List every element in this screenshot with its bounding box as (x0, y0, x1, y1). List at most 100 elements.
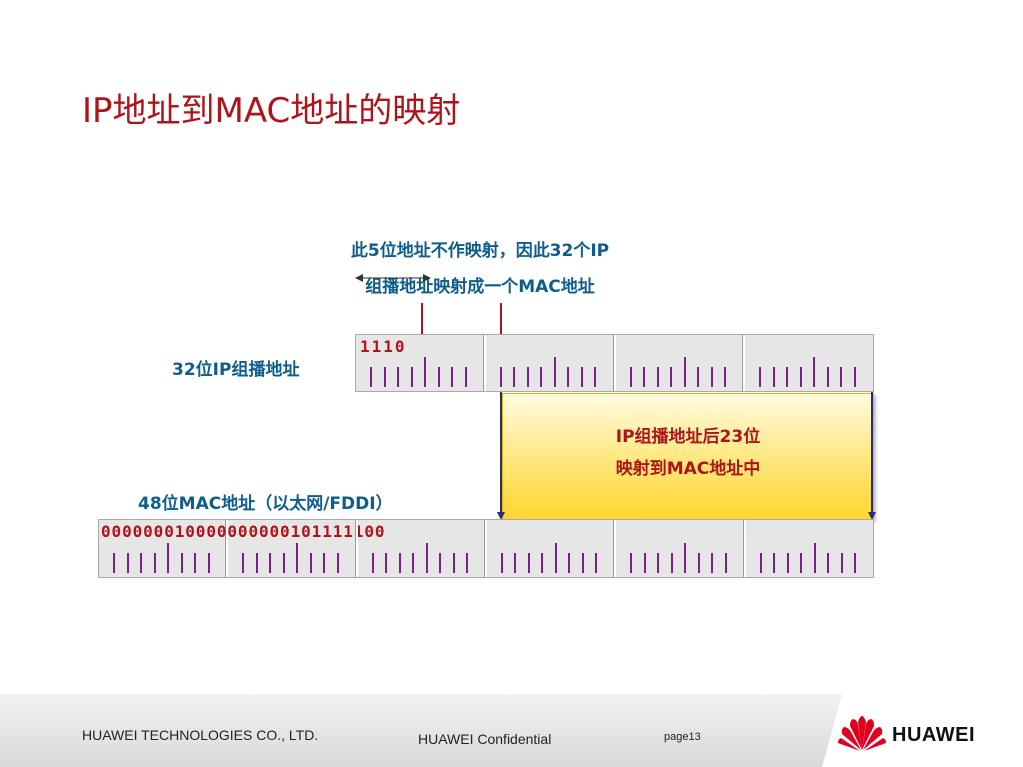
mac-byte-6 (746, 520, 873, 577)
ip-register: 1110 (355, 334, 874, 392)
mac-bit-tick (180, 553, 183, 573)
mac-byte-5 (616, 520, 746, 577)
mac-bit-tick (194, 553, 196, 573)
mac-bit-tick (786, 553, 789, 573)
ip-bit-tick (853, 367, 856, 387)
ip-register-label: 32位IP组播地址 (172, 360, 300, 380)
note-line-2: 组播地址映射成一个MAC地址 (365, 277, 595, 297)
mac-bit-tick (800, 553, 803, 573)
mac-byte-2 (228, 520, 358, 577)
mac-bit-tick (207, 553, 210, 573)
ip-byte-1: 1110 (356, 335, 486, 391)
ip-bit-tick (464, 367, 467, 387)
ip-bit-tick (594, 367, 597, 387)
ip-bit-tick (499, 367, 502, 387)
mac-bit-tick (140, 553, 142, 573)
mac-bit-tick (759, 553, 762, 573)
ip-bit-tick (697, 367, 699, 387)
mac-bit-tick (242, 553, 245, 573)
mac-bit-tick (371, 553, 374, 573)
ip-bit-tick (840, 367, 843, 387)
footer-company: HUAWEI TECHNOLOGIES CO., LTD. (82, 727, 319, 743)
ip-bit-tick (813, 357, 816, 387)
mac-bit-tick (568, 553, 571, 573)
ip-bit-tick (759, 367, 762, 387)
ip-bit-tick (553, 357, 556, 387)
mac-bit-tick (527, 553, 530, 573)
mac-bit-tick (697, 553, 700, 573)
mac-bit-tick (827, 553, 830, 573)
mac-byte-4 (487, 520, 617, 577)
mapping-box-line-2: 映射到MAC地址中 (615, 459, 761, 479)
footer-confidential: HUAWEI Confidential (418, 731, 552, 747)
ip-bit-tick (397, 367, 399, 387)
ip-bit-tick (370, 367, 372, 387)
mac-bit-tick (581, 553, 584, 573)
mapping-box: IP组播地址后23位 映射到MAC地址中 (502, 393, 874, 520)
ip-bit-tick (383, 367, 386, 387)
mac-bit-tick (541, 553, 544, 573)
mac-bit-tick (514, 553, 517, 573)
mac-byte-3 (358, 520, 487, 577)
mac-bit-tick (630, 553, 633, 573)
ip-bit-tick (643, 367, 645, 387)
mac-bit-tick (113, 553, 115, 573)
huawei-logo-text: HUAWEI (892, 724, 975, 746)
mac-bit-tick (657, 553, 660, 573)
mac-register-label: 48位MAC地址（以太网/FDDI） (138, 494, 393, 514)
mac-bit-tick (309, 553, 312, 573)
ip-bit-tick (826, 367, 829, 387)
note-line-1: 此5位地址不作映射，因此32个IP (350, 241, 610, 261)
ip-bit-tick (710, 367, 713, 387)
mac-bit-tick (813, 543, 816, 573)
ip-byte-4 (745, 335, 873, 391)
footer: HUAWEI TECHNOLOGIES CO., LTD. HUAWEI Con… (0, 694, 1023, 767)
mac-byte-1: 000000010000000000101111100 (99, 520, 384, 577)
mac-bit-tick (466, 553, 469, 573)
mac-bit-tick (398, 553, 401, 573)
ip-bit-tick (567, 367, 570, 387)
mac-bit-tick (439, 553, 442, 573)
ip-bit-tick (683, 357, 686, 387)
mac-leading-bits: 000000010000000000101111100 (101, 522, 386, 541)
footer-page-number: page13 (664, 731, 701, 743)
mac-bit-tick (255, 553, 258, 573)
bracket-right (500, 303, 502, 335)
mac-bit-tick (854, 553, 857, 573)
mac-bit-tick (282, 553, 285, 573)
mac-bit-tick (269, 553, 272, 573)
ip-byte-3 (616, 335, 746, 391)
mac-bit-tick (167, 543, 169, 573)
mac-bit-tick (126, 553, 129, 573)
ip-bit-tick (526, 367, 529, 387)
huawei-logo-icon (838, 716, 886, 751)
brand-area: HUAWEI (822, 694, 1023, 767)
ip-bit-tick (580, 367, 583, 387)
ip-bit-tick (724, 367, 726, 387)
ip-bit-tick (629, 367, 632, 387)
mac-bit-tick (773, 553, 776, 573)
mac-bit-tick (412, 553, 415, 573)
bracket-left (421, 303, 423, 335)
slide-title: IP地址到MAC地址的映射 (82, 91, 461, 131)
ip-bit-tick (799, 367, 802, 387)
mac-bit-tick (724, 553, 727, 573)
mac-bit-tick (153, 553, 156, 573)
unmapped-bits-arrow (355, 274, 431, 282)
mac-bit-tick (336, 553, 339, 573)
mac-bit-tick (595, 553, 598, 573)
mac-bit-tick (840, 553, 843, 573)
mac-bit-tick (296, 543, 299, 573)
mac-bit-tick (500, 553, 503, 573)
ip-bit-tick (786, 367, 789, 387)
mac-bit-tick (323, 553, 326, 573)
ip-bit-tick (424, 357, 426, 387)
mac-bit-tick (643, 553, 646, 573)
mac-bit-tick (684, 543, 687, 573)
mapping-box-line-1: IP组播地址后23位 (615, 427, 761, 447)
mac-bit-tick (711, 553, 714, 573)
ip-leading-bits: 1110 (360, 337, 407, 356)
ip-byte-2 (486, 335, 616, 391)
mac-bit-tick (385, 553, 388, 573)
mac-register: 000000010000000000101111100 (98, 519, 874, 578)
